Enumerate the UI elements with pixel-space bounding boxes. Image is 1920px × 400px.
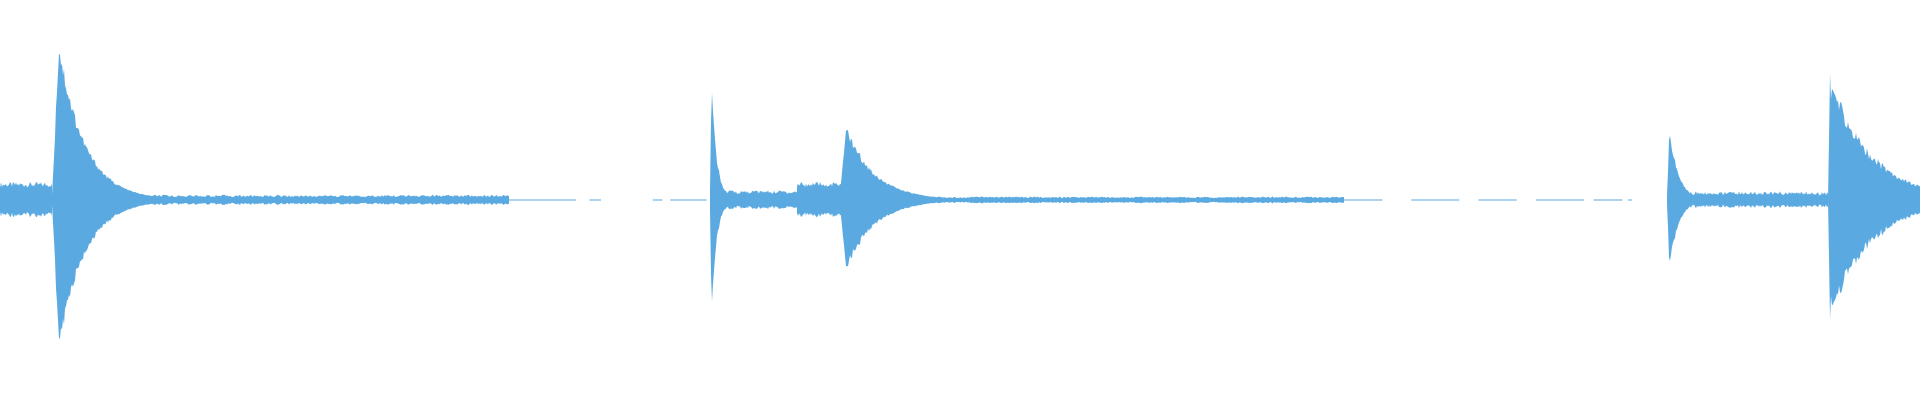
waveform-segment [710,92,806,302]
waveform-segment [839,130,1344,267]
waveform-segment [0,182,52,218]
waveform-segment [52,53,509,339]
waveform-segment [797,182,845,217]
waveform-segment [1828,73,1920,321]
waveform-segment [1667,135,1828,261]
